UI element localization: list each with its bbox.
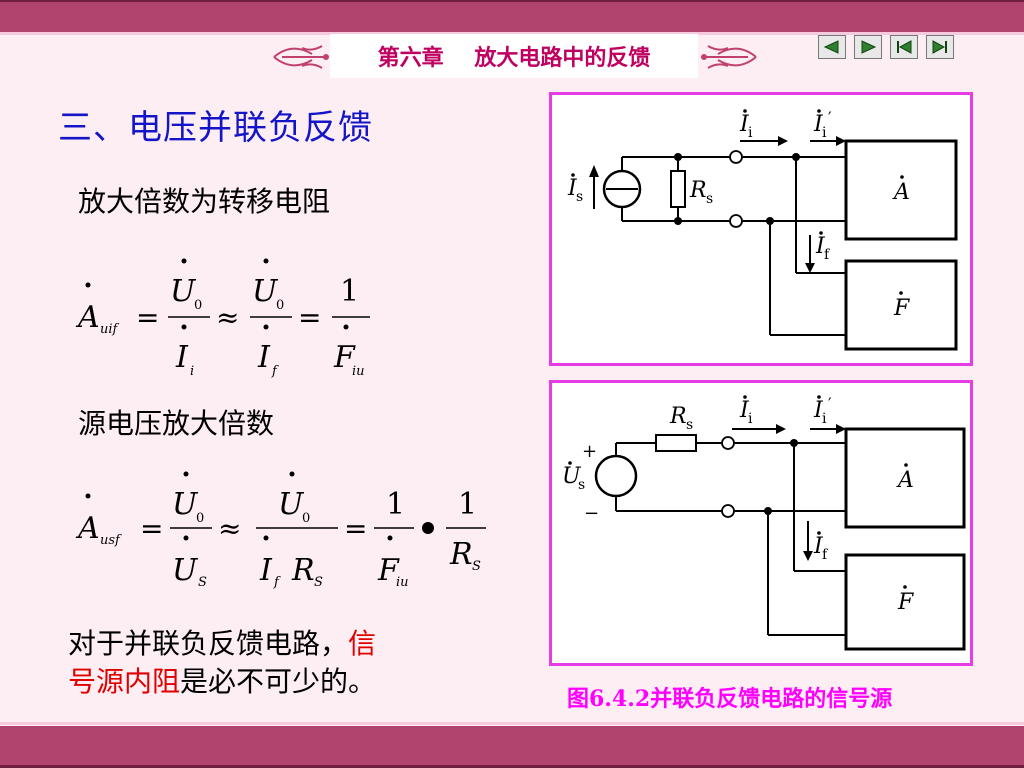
svg-text:′: ′	[828, 108, 832, 127]
svg-text:R: R	[689, 178, 707, 203]
svg-text:s: s	[576, 189, 583, 205]
svg-text:I: I	[567, 176, 578, 201]
svg-text:A: A	[892, 180, 910, 205]
first-slide-button[interactable]	[890, 35, 918, 59]
prev-slide-button[interactable]	[818, 35, 846, 59]
svg-text:F: F	[897, 590, 914, 615]
svg-text:S: S	[314, 575, 323, 590]
svg-text:i: i	[748, 411, 753, 427]
next-slide-button[interactable]	[854, 35, 882, 59]
svg-text:I: I	[175, 340, 189, 375]
svg-text:s: s	[706, 191, 713, 207]
svg-text:+: +	[582, 441, 597, 462]
svg-text:1: 1	[458, 487, 477, 522]
conclusion-text-end: 是必不可少的。	[180, 665, 377, 698]
conclusion-line2: 号源内阻是必不可少的。	[68, 660, 376, 700]
svg-text:′: ′	[828, 394, 832, 413]
arrow-left-icon	[823, 40, 839, 54]
svg-text:0: 0	[196, 511, 204, 526]
svg-text:I: I	[813, 398, 824, 423]
left-ornament-icon	[273, 45, 329, 69]
svg-text:U: U	[172, 487, 199, 522]
conclusion-emphasis-1: 信	[348, 627, 377, 660]
svg-text:f: f	[271, 364, 279, 379]
slide-navigation	[818, 35, 954, 59]
svg-text:A: A	[896, 468, 914, 493]
bottom-bar	[0, 726, 1024, 768]
svg-text:i: i	[190, 364, 194, 379]
svg-text:F: F	[893, 296, 910, 321]
conclusion-line1: 对于并联负反馈电路，信	[68, 622, 376, 662]
svg-text:R: R	[669, 404, 687, 429]
svg-text:iu: iu	[396, 575, 409, 590]
svg-text:=: =	[140, 512, 163, 545]
svg-text:A: A	[75, 511, 100, 546]
svg-text:f: f	[824, 247, 831, 263]
svg-text:i: i	[822, 125, 827, 141]
svg-text:S: S	[198, 575, 207, 590]
svg-text:s: s	[578, 477, 585, 493]
svg-text:f: f	[273, 575, 281, 590]
top-bar-accent	[0, 32, 1024, 35]
svg-text:I: I	[815, 234, 826, 259]
source-voltage-gain-text: 源电压放大倍数	[78, 407, 275, 440]
svg-text:U: U	[278, 487, 305, 522]
svg-text:F: F	[377, 553, 400, 588]
conclusion-text: 对于并联负反馈电路，	[68, 627, 349, 660]
chapter-number: 第六章	[377, 46, 444, 71]
first-page-icon	[897, 40, 912, 54]
chapter-title: 第六章 放大电路中的反馈	[330, 34, 698, 78]
section-heading: 三、电压并联负反馈	[58, 108, 373, 148]
svg-text:=: =	[344, 512, 367, 545]
svg-text:1: 1	[386, 487, 405, 522]
svg-text:I: I	[813, 534, 824, 559]
svg-text:s: s	[686, 417, 693, 433]
svg-text:1: 1	[340, 274, 359, 309]
svg-text:=: =	[298, 301, 321, 334]
transfer-resistance-formula: A uif = U 0 I i ≈ U 0 I f = 1 F iu	[75, 258, 370, 379]
svg-text:I: I	[813, 112, 824, 137]
transfer-resistance-text: 放大倍数为转移电阻	[78, 185, 331, 218]
svg-text:I: I	[739, 112, 750, 137]
svg-text:i: i	[822, 411, 827, 427]
svg-text:U: U	[170, 274, 197, 309]
svg-text:F: F	[333, 340, 356, 375]
svg-text:usf: usf	[100, 533, 122, 548]
svg-text:0: 0	[302, 511, 310, 526]
svg-text:U: U	[172, 553, 199, 588]
svg-text:i: i	[748, 125, 753, 141]
svg-text:iu: iu	[352, 364, 365, 379]
svg-text:R: R	[291, 553, 315, 588]
svg-text:0: 0	[194, 298, 202, 313]
last-page-icon	[932, 40, 947, 54]
svg-text:I: I	[739, 398, 750, 423]
svg-text:R: R	[449, 537, 473, 572]
figure-caption: 图6.4.2并联负反馈电路的信号源	[567, 686, 893, 712]
svg-text:uif: uif	[100, 322, 120, 337]
svg-text:I: I	[257, 340, 271, 375]
chapter-name: 放大电路中的反馈	[474, 46, 651, 71]
top-bar	[0, 0, 1024, 32]
source-voltage-gain-formula: A usf = U 0 U S ≈ U 0 I f R S = 1 F iu 1…	[75, 471, 486, 590]
svg-text:I: I	[259, 553, 273, 588]
arrow-right-icon	[861, 40, 877, 54]
right-ornament-icon	[701, 45, 757, 69]
svg-text:f: f	[822, 547, 829, 563]
svg-text:0: 0	[276, 298, 284, 313]
svg-text:U: U	[562, 464, 582, 489]
svg-text:A: A	[75, 300, 100, 335]
svg-text:U: U	[252, 274, 279, 309]
last-slide-button[interactable]	[926, 35, 954, 59]
svg-text:≈: ≈	[216, 301, 239, 334]
svg-text:=: =	[136, 301, 159, 334]
svg-text:≈: ≈	[218, 512, 241, 545]
bottom-bar-accent	[0, 722, 1024, 725]
svg-text:−: −	[584, 503, 599, 524]
conclusion-emphasis-2: 号源内阻	[68, 665, 181, 698]
svg-text:S: S	[472, 559, 481, 574]
